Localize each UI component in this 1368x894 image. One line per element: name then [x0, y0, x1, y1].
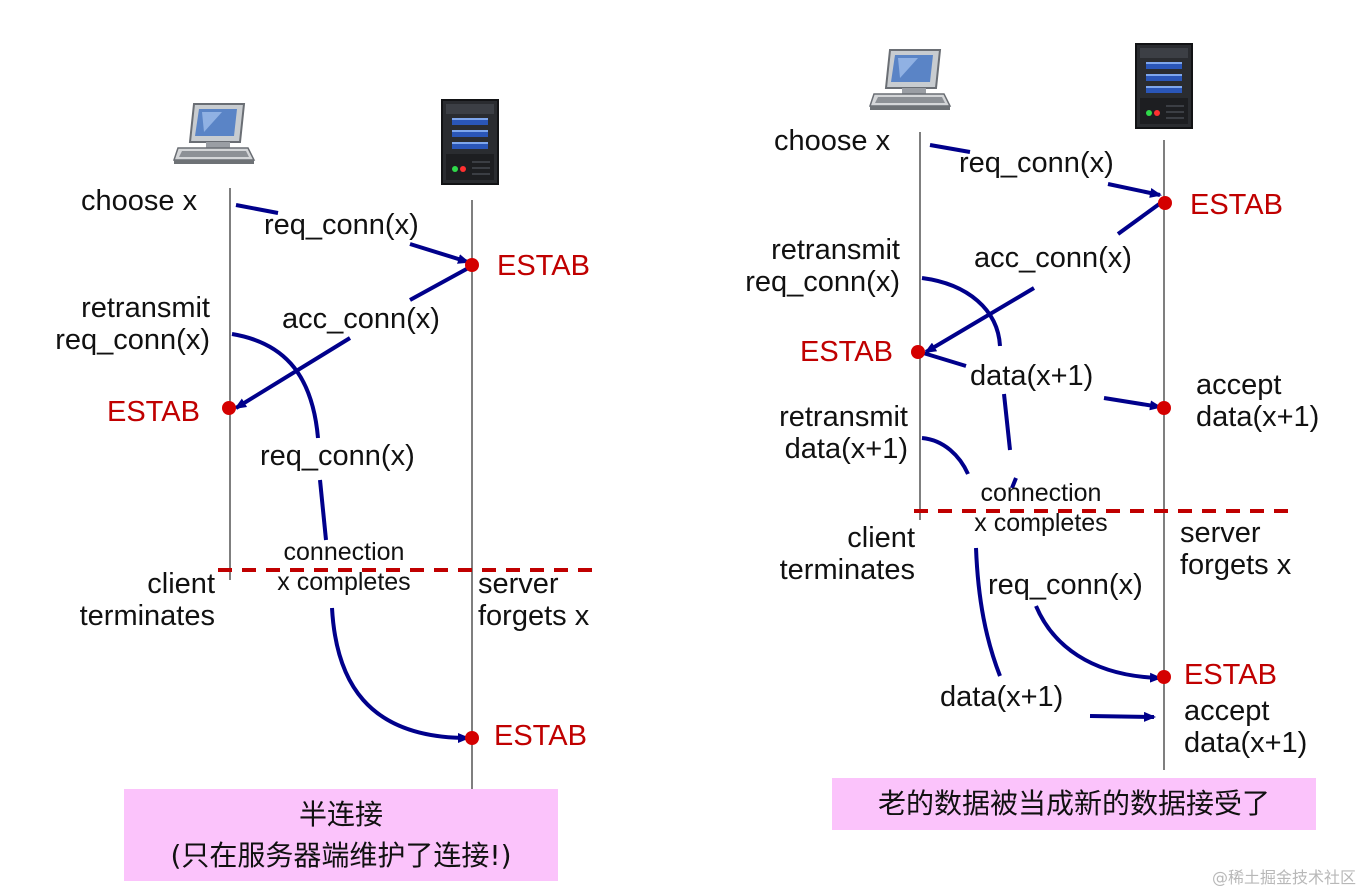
retransmit-curve-lower	[330, 607, 470, 743]
estab-label: ESTAB	[497, 250, 590, 282]
retransmit-label: retransmit req_conn(x)	[55, 292, 210, 356]
retransmit-curve-upper	[231, 332, 320, 439]
estab-dot	[1157, 670, 1171, 684]
choose-x-label: choose x	[774, 125, 891, 157]
client-terminates-label: client terminates	[79, 568, 215, 632]
estab-label: ESTAB	[107, 396, 200, 428]
retransmit-req-curve-upper	[921, 276, 1018, 489]
retransmit-data-curve-lower	[974, 547, 1002, 677]
acc-conn-arrow	[926, 200, 1164, 352]
choose-x-label: choose x	[81, 185, 198, 217]
req-conn-arrow	[929, 143, 1160, 195]
retransmit-req-curve-lower	[1034, 605, 1162, 683]
req-conn-label: req_conn(x)	[264, 209, 419, 241]
estab-dot	[465, 731, 479, 745]
accept-data-label: accept data(x+1)	[1184, 695, 1308, 759]
estab-label: ESTAB	[800, 336, 893, 368]
req-conn-label: req_conn(x)	[260, 440, 415, 472]
estab-label: ESTAB	[494, 720, 587, 752]
server-forgets-label: server forgets x	[478, 568, 590, 632]
estab-dot	[465, 258, 479, 272]
data-arrow	[919, 350, 1160, 407]
estab-label: ESTAB	[1190, 189, 1283, 221]
req-conn-label: req_conn(x)	[959, 147, 1114, 179]
connection-completes-label: connection x completes	[974, 479, 1108, 537]
connection-completes-label: connection x completes	[277, 538, 411, 596]
req-conn-arrow	[235, 203, 468, 262]
estab-dot	[222, 401, 236, 415]
server-icon	[1135, 43, 1193, 129]
acc-conn-label: acc_conn(x)	[974, 242, 1132, 274]
data-label: data(x+1)	[970, 360, 1094, 392]
retransmit-curve-mid	[318, 479, 328, 541]
caption-old-data: 老的数据被当成新的数据接受了	[832, 778, 1316, 830]
data-label: data(x+1)	[940, 681, 1064, 713]
acc-conn-arrow	[236, 264, 473, 408]
data-arrow	[1089, 711, 1156, 722]
estab-dot	[1158, 196, 1172, 210]
watermark: @稀土掘金技术社区	[1211, 868, 1356, 887]
retransmit-data-label: retransmit data(x+1)	[779, 401, 908, 465]
client-computer-icon	[173, 103, 255, 165]
caption-half-open: 半连接 (只在服务器端维护了连接!)	[124, 789, 558, 881]
server-icon	[441, 99, 499, 185]
server-forgets-label: server forgets x	[1180, 517, 1292, 581]
retransmit-data-curve-upper	[921, 436, 970, 475]
retransmit-req-label: retransmit req_conn(x)	[745, 234, 900, 298]
req-conn-label: req_conn(x)	[988, 569, 1143, 601]
client-computer-icon	[869, 49, 951, 111]
accept-dot	[1157, 401, 1171, 415]
client-terminates-label: client terminates	[779, 522, 915, 586]
acc-conn-label: acc_conn(x)	[282, 303, 440, 335]
estab-dot	[911, 345, 925, 359]
estab-label: ESTAB	[1184, 659, 1277, 691]
accept-data-label: accept data(x+1)	[1196, 369, 1320, 433]
